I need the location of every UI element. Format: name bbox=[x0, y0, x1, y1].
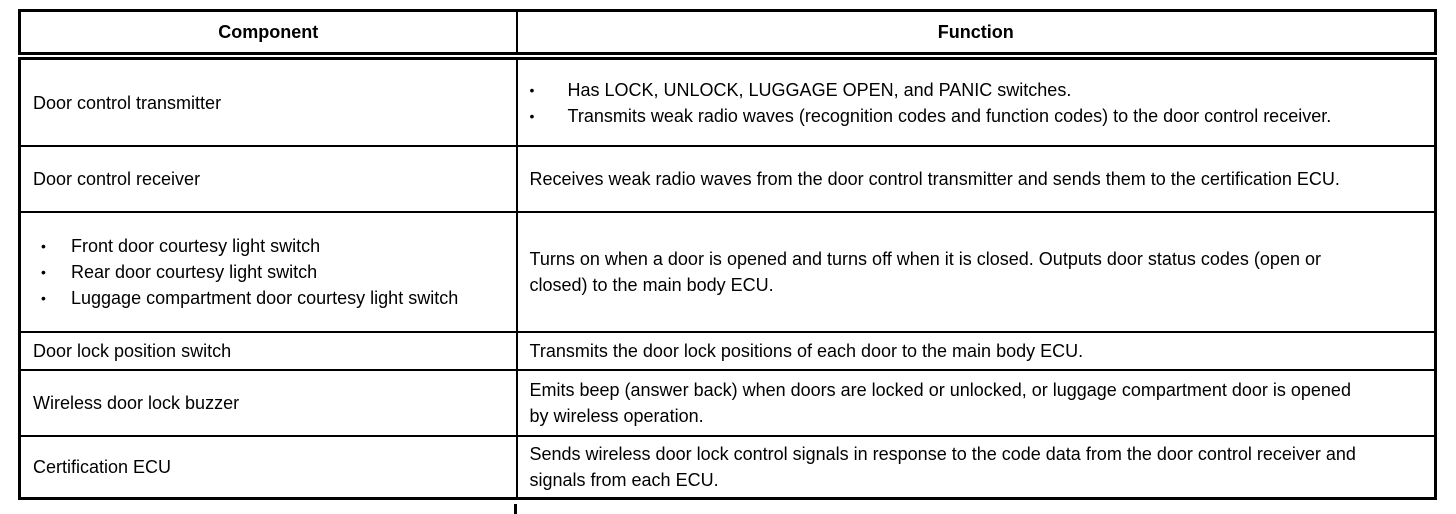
table-row: Door control transmitter • Has LOCK, UNLOC… bbox=[18, 55, 1437, 147]
table-row: Door lock position switch Transmits the d… bbox=[18, 331, 1437, 371]
cell-text: Certification ECU bbox=[33, 457, 172, 477]
function-cell: • Has LOCK, UNLOCK, LUGGAGE OPEN, and PAN… bbox=[515, 55, 1437, 147]
cell-text: Receives weak radio waves from the door … bbox=[529, 169, 1340, 189]
bullet-list: • Has LOCK, UNLOCK, LUGGAGE OPEN, and PAN… bbox=[530, 77, 1357, 129]
table-body: Door control transmitter • Has LOCK, UNLOC… bbox=[18, 55, 1437, 500]
bullet-item: • Transmits weak radio waves (recognition… bbox=[530, 103, 1357, 129]
table-row: • Front door courtesy light switch • Rear d… bbox=[18, 211, 1437, 333]
function-cell: Sends wireless door lock control signals… bbox=[515, 435, 1437, 500]
bullet-item: • Has LOCK, UNLOCK, LUGGAGE OPEN, and PAN… bbox=[530, 77, 1357, 103]
table-row: Certification ECU Sends wireless door loc… bbox=[18, 435, 1437, 500]
component-function-table: Component Function Door control transmit… bbox=[18, 9, 1437, 500]
component-cell: • Front door courtesy light switch • Rear d… bbox=[18, 211, 518, 333]
cell-text: Wireless door lock buzzer bbox=[33, 393, 240, 413]
table-row: Door control receiver Receives weak radio… bbox=[18, 145, 1437, 213]
cropped-divider-stub bbox=[514, 504, 517, 514]
bullet-icon: • bbox=[41, 290, 46, 306]
cell-text: Door control transmitter bbox=[33, 92, 222, 113]
cell-text: Sends wireless door lock control signals… bbox=[529, 444, 1356, 490]
bullet-text: Luggage compartment door courtesy light … bbox=[71, 288, 459, 308]
bullet-item: • Front door courtesy light switch bbox=[33, 233, 486, 259]
table-row: Wireless door lock buzzer Emits beep (ans… bbox=[18, 369, 1437, 437]
column-header-component: Component bbox=[18, 9, 518, 60]
cell-text: Emits beep (answer back) when doors are … bbox=[529, 380, 1351, 426]
bullet-icon: • bbox=[529, 107, 535, 124]
function-cell: Transmits the door lock positions of eac… bbox=[515, 331, 1437, 371]
bullet-text: Transmits weak radio waves (recognition … bbox=[567, 105, 1332, 126]
function-cell: Turns on when a door is opened and turns… bbox=[515, 211, 1437, 333]
component-cell: Door control transmitter bbox=[18, 55, 518, 147]
component-cell: Door control receiver bbox=[18, 145, 518, 213]
cell-text: Transmits the door lock positions of eac… bbox=[529, 341, 1084, 361]
bullet-icon: • bbox=[529, 81, 535, 98]
table-header-row: Component Function bbox=[18, 9, 1437, 60]
function-cell: Emits beep (answer back) when doors are … bbox=[515, 369, 1437, 437]
bullet-item: • Rear door courtesy light switch bbox=[33, 259, 486, 285]
cell-text: Door control receiver bbox=[33, 169, 201, 189]
component-cell: Door lock position switch bbox=[18, 331, 518, 371]
bullet-text: Rear door courtesy light switch bbox=[71, 262, 318, 282]
bullet-text: Front door courtesy light switch bbox=[71, 236, 321, 256]
function-cell: Receives weak radio waves from the door … bbox=[515, 145, 1437, 213]
bullet-list: • Front door courtesy light switch • Rear d… bbox=[33, 233, 486, 311]
column-header-function: Function bbox=[515, 9, 1437, 60]
bullet-item: • Luggage compartment door courtesy light… bbox=[33, 285, 486, 311]
cell-text: Door lock position switch bbox=[33, 341, 232, 361]
bullet-text: Has LOCK, UNLOCK, LUGGAGE OPEN, and PANI… bbox=[567, 79, 1072, 100]
cell-text: Turns on when a door is opened and turns… bbox=[529, 249, 1321, 295]
component-cell: Wireless door lock buzzer bbox=[18, 369, 518, 437]
bullet-icon: • bbox=[41, 238, 46, 254]
bullet-icon: • bbox=[41, 264, 46, 280]
component-cell: Certification ECU bbox=[18, 435, 518, 500]
